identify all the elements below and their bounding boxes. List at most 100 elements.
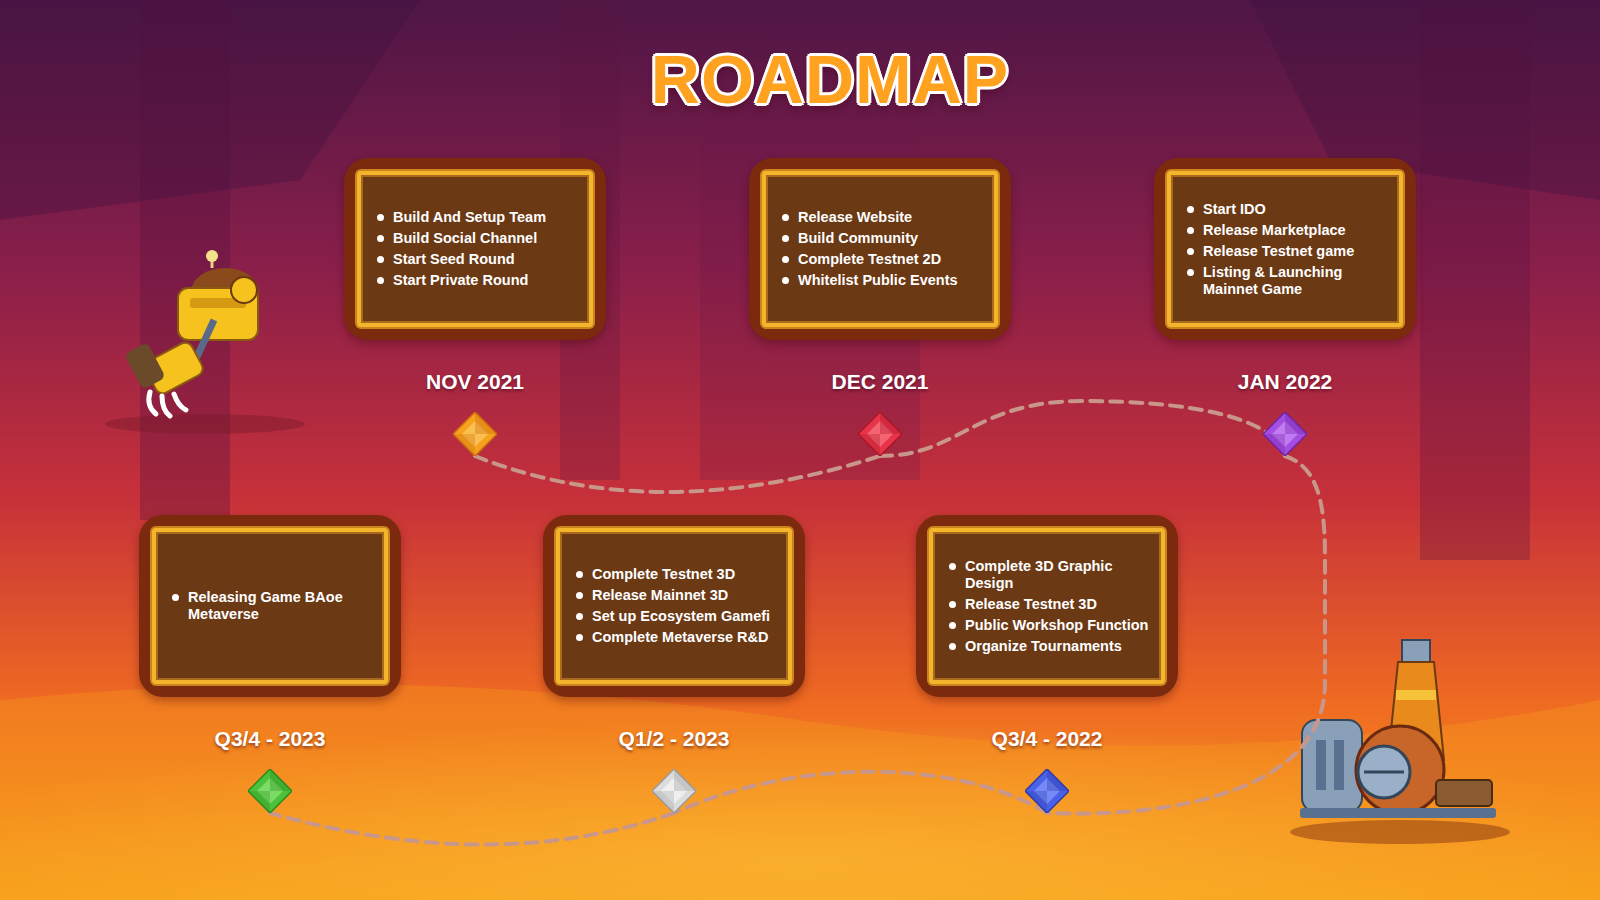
bullet-dot bbox=[949, 622, 956, 629]
gem-marker bbox=[1025, 769, 1069, 813]
bullet-item: Listing & Launching Mainnet Game bbox=[1183, 264, 1389, 298]
dashed-path bbox=[880, 401, 1285, 456]
bullet-item: Set up Ecosystem Gamefi bbox=[572, 608, 778, 625]
bullet-text: Release Marketplace bbox=[1203, 222, 1346, 239]
bullet-item: Start Seed Round bbox=[373, 251, 579, 268]
bullet-item: Build Social Channel bbox=[373, 230, 579, 247]
bullet-dot bbox=[949, 601, 956, 608]
bullet-dot bbox=[576, 613, 583, 620]
bullet-text: Set up Ecosystem Gamefi bbox=[592, 608, 770, 625]
milestone: Complete Testnet 3D Release Mainnet 3D Set… bbox=[543, 515, 805, 813]
bullet-dot bbox=[949, 563, 956, 570]
bullet-text: Complete Testnet 2D bbox=[798, 251, 941, 268]
bullet-dot bbox=[172, 594, 179, 601]
bullet-item: Release Testnet 3D bbox=[945, 596, 1151, 613]
milestone-frame: Complete Testnet 3D Release Mainnet 3D Set… bbox=[556, 528, 792, 684]
milestone-date: JAN 2022 bbox=[1238, 370, 1333, 394]
milestone-box: Release WebsiteBuild CommunityComplete T… bbox=[749, 158, 1011, 340]
bullet-text: Complete Metaverse R&D bbox=[592, 629, 768, 646]
bullet-item: Release Marketplace bbox=[1183, 222, 1389, 239]
bullet-text: Start Seed Round bbox=[393, 251, 515, 268]
bullet-item: Complete Testnet 3D bbox=[572, 566, 778, 583]
bullet-item: Whitelist Public Events bbox=[778, 272, 984, 289]
bullet-dot bbox=[1187, 227, 1194, 234]
milestone-frame: Release WebsiteBuild CommunityComplete T… bbox=[762, 171, 998, 327]
gem-marker bbox=[858, 412, 902, 456]
bullet-dot bbox=[576, 634, 583, 641]
bullet-text: Releasing Game BAoe Metaverse bbox=[188, 589, 374, 623]
bullet-dot bbox=[576, 592, 583, 599]
bullet-text: Release Website bbox=[798, 209, 912, 226]
bullet-item: Organize Tournaments bbox=[945, 638, 1151, 655]
bullet-dot bbox=[1187, 269, 1194, 276]
milestone: Build And Setup TeamBuild Social Channel… bbox=[344, 158, 606, 456]
bullet-text: Start IDO bbox=[1203, 201, 1266, 218]
milestone-frame: Releasing Game BAoe Metaverse bbox=[152, 528, 388, 684]
gem-marker bbox=[453, 412, 497, 456]
bullet-dot bbox=[377, 277, 384, 284]
milestone: Releasing Game BAoe MetaverseQ3/4 - 2023 bbox=[139, 515, 401, 813]
milestone-box: Start IDO Release MarketplaceRelease Test… bbox=[1154, 158, 1416, 340]
bullet-item: Release Testnet game bbox=[1183, 243, 1389, 260]
bullet-item: Release Mainnet 3D bbox=[572, 587, 778, 604]
milestone-box: Complete 3D Graphic DesignRelease Testne… bbox=[916, 515, 1178, 697]
bullet-item: Start Private Round bbox=[373, 272, 579, 289]
gem-marker bbox=[652, 769, 696, 813]
bullet-text: Start Private Round bbox=[393, 272, 528, 289]
milestone: Start IDO Release MarketplaceRelease Test… bbox=[1154, 158, 1416, 456]
bullet-dot bbox=[377, 256, 384, 263]
bullet-item: Release Website bbox=[778, 209, 984, 226]
bullet-dot bbox=[576, 571, 583, 578]
bullet-text: Release Testnet game bbox=[1203, 243, 1354, 260]
dashed-path bbox=[674, 772, 1047, 813]
bullet-item: Releasing Game BAoe Metaverse bbox=[168, 589, 374, 623]
bullet-item: Complete Testnet 2D bbox=[778, 251, 984, 268]
bullet-text: Release Testnet 3D bbox=[965, 596, 1097, 613]
milestone-date: DEC 2021 bbox=[832, 370, 929, 394]
bullet-text: Complete Testnet 3D bbox=[592, 566, 735, 583]
dashed-path bbox=[475, 456, 880, 492]
dashed-path bbox=[270, 813, 674, 845]
milestone-box: Complete Testnet 3D Release Mainnet 3D Set… bbox=[543, 515, 805, 697]
milestone-box: Build And Setup TeamBuild Social Channel… bbox=[344, 158, 606, 340]
bullet-text: Build Community bbox=[798, 230, 918, 247]
bullet-text: Build And Setup Team bbox=[393, 209, 546, 226]
bullet-text: Public Workshop Function bbox=[965, 617, 1148, 634]
bullet-dot bbox=[782, 214, 789, 221]
bullet-item: Complete Metaverse R&D bbox=[572, 629, 778, 646]
bullet-text: Complete 3D Graphic Design bbox=[965, 558, 1151, 592]
bullet-item: Build And Setup Team bbox=[373, 209, 579, 226]
bullet-dot bbox=[782, 235, 789, 242]
robot-illustration bbox=[105, 250, 305, 434]
bullet-dot bbox=[782, 277, 789, 284]
milestone-box: Releasing Game BAoe Metaverse bbox=[139, 515, 401, 697]
bullet-dot bbox=[1187, 206, 1194, 213]
milestone-date: Q3/4 - 2023 bbox=[215, 727, 326, 751]
gem-marker bbox=[1263, 412, 1307, 456]
milestone: Complete 3D Graphic DesignRelease Testne… bbox=[916, 515, 1178, 813]
milestone-frame: Complete 3D Graphic DesignRelease Testne… bbox=[929, 528, 1165, 684]
milestone-date: NOV 2021 bbox=[426, 370, 524, 394]
milestone-date: Q1/2 - 2023 bbox=[619, 727, 730, 751]
roadmap-title: ROADMAP bbox=[580, 40, 1080, 118]
gem-marker bbox=[248, 769, 292, 813]
bullet-text: Organize Tournaments bbox=[965, 638, 1122, 655]
bullet-dot bbox=[782, 256, 789, 263]
bullet-text: Release Mainnet 3D bbox=[592, 587, 728, 604]
milestone: Release WebsiteBuild CommunityComplete T… bbox=[749, 158, 1011, 456]
bullet-item: Start IDO bbox=[1183, 201, 1389, 218]
bullet-dot bbox=[377, 235, 384, 242]
bullet-item: Build Community bbox=[778, 230, 984, 247]
milestone-date: Q3/4 - 2022 bbox=[992, 727, 1103, 751]
bullet-dot bbox=[949, 643, 956, 650]
bullet-dot bbox=[377, 214, 384, 221]
bullet-text: Whitelist Public Events bbox=[798, 272, 958, 289]
bullet-text: Listing & Launching Mainnet Game bbox=[1203, 264, 1389, 298]
milestone-frame: Build And Setup TeamBuild Social Channel… bbox=[357, 171, 593, 327]
bullet-dot bbox=[1187, 248, 1194, 255]
bullet-item: Complete 3D Graphic Design bbox=[945, 558, 1151, 592]
bullet-text: Build Social Channel bbox=[393, 230, 537, 247]
bullet-item: Public Workshop Function bbox=[945, 617, 1151, 634]
